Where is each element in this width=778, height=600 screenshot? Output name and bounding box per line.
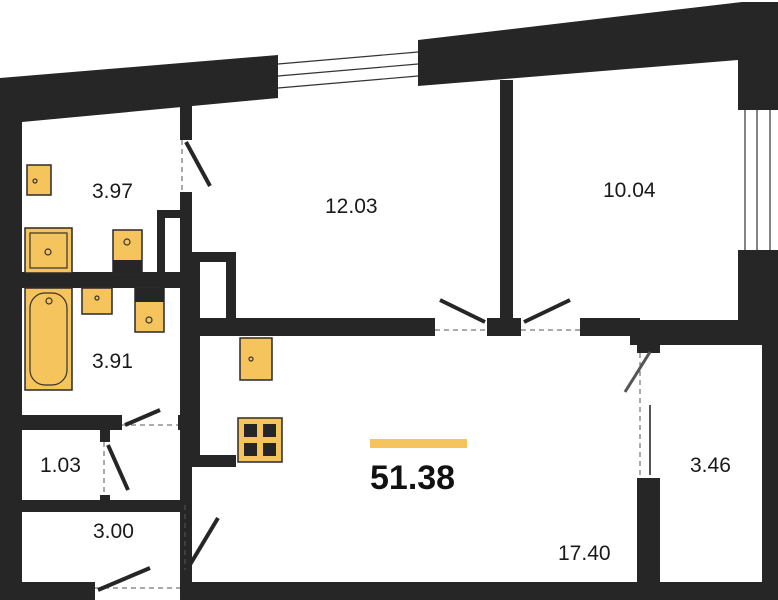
room-area-label: 17.40: [558, 542, 611, 565]
room-area-label: 3.00: [93, 520, 134, 543]
shower-icon: [24, 227, 73, 274]
sink-icon: [26, 164, 52, 196]
total-area-label: 51.38: [370, 459, 455, 497]
doors: [95, 140, 652, 592]
bathtub-icon: [24, 287, 73, 391]
kitchen-sink-icon: [239, 337, 273, 381]
room-area-label: 3.46: [690, 454, 731, 477]
room-area-label: 10.04: [603, 179, 656, 202]
total-area-accent-bar: [370, 439, 467, 448]
toilet-icon: [112, 229, 143, 275]
windows: [277, 51, 771, 250]
room-area-label: 12.03: [325, 195, 378, 218]
fixtures: [24, 164, 283, 463]
sink-icon: [81, 287, 113, 315]
toilet-icon: [134, 287, 165, 333]
room-area-label: 3.97: [92, 180, 133, 203]
stove-icon: [237, 417, 283, 463]
room-area-label: 1.03: [40, 454, 81, 477]
room-area-label: 3.91: [92, 350, 133, 373]
